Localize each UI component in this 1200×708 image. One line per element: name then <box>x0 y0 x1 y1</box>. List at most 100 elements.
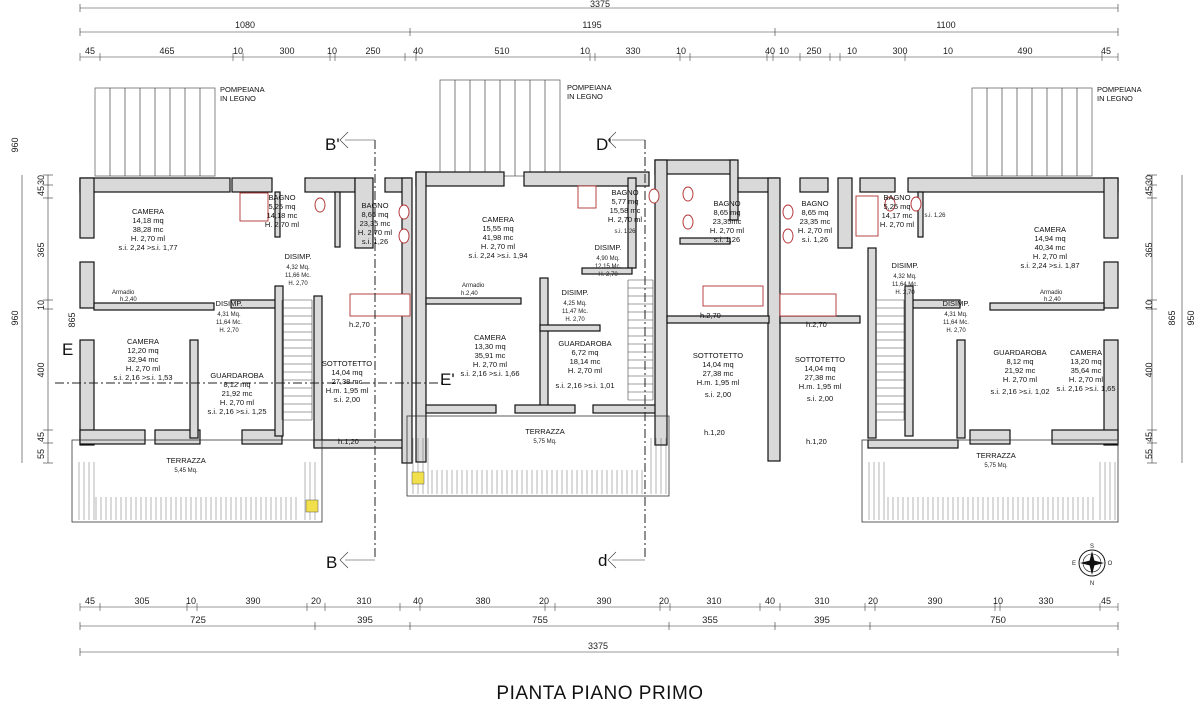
height-label-9: h.2,40 <box>1044 297 1061 303</box>
section-e-left: E <box>62 340 73 359</box>
dim-left-5: 45 <box>36 432 46 442</box>
dim-bot-d11: 310 <box>706 596 721 606</box>
dim-bot-d17: 330 <box>1038 596 1053 606</box>
bottom-dimensions: 45 305 10 390 20 310 40 380 20 390 20 31… <box>79 596 1119 656</box>
section-b-bottom: B <box>326 553 337 572</box>
pergola-left-label-2: IN LEGNO <box>220 94 256 103</box>
svg-text:4,25 Mq.: 4,25 Mq. <box>563 301 587 307</box>
svg-text:14,04 mq: 14,04 mq <box>702 360 733 369</box>
svg-text:H.m. 1,95 ml: H.m. 1,95 ml <box>697 378 740 387</box>
svg-text:s.i. 2,00: s.i. 2,00 <box>334 395 360 404</box>
svg-text:13,30 mq: 13,30 mq <box>474 342 505 351</box>
svg-text:21,92 mc: 21,92 mc <box>1005 366 1036 375</box>
room-label: GUARDAROBA 8,12 mq 21,92 mc H. 2,70 ml s… <box>208 371 267 416</box>
section-e-right: E' <box>440 370 455 389</box>
svg-text:BAGNO: BAGNO <box>268 193 295 202</box>
dim-bot-d6: 40 <box>413 596 423 606</box>
armadio-3: Armadio <box>1040 290 1063 296</box>
dim-top-d3: 300 <box>279 46 294 56</box>
svg-text:BAGNO: BAGNO <box>361 201 388 210</box>
svg-text:14,18 mc: 14,18 mc <box>267 211 298 220</box>
svg-text:H. 2,70 ml: H. 2,70 ml <box>265 220 300 229</box>
height-label-2: h.2,70 <box>700 311 721 320</box>
svg-text:CAMERA: CAMERA <box>127 337 159 346</box>
pergola-left-label-1: POMPEIANA <box>220 85 265 94</box>
room-label: BAGNO 8,65 mq 23,35 mc H. 2,70 ml s.i. 1… <box>798 199 833 244</box>
dim-left-1: 45 <box>36 186 46 196</box>
stairs <box>281 279 905 421</box>
svg-text:23,35mc: 23,35mc <box>713 217 742 226</box>
bidet-2 <box>682 186 694 202</box>
dim-top-d12: 10 <box>779 46 789 56</box>
height-label-5: h.1,20 <box>704 428 725 437</box>
svg-text:11,47 Mc.: 11,47 Mc. <box>562 309 588 315</box>
wc-3 <box>648 188 660 204</box>
room-label: CAMERA 15,55 mq 41,98 mc H. 2,70 ml s.i.… <box>469 215 528 260</box>
svg-text:H. 2,70: H. 2,70 <box>895 290 915 296</box>
svg-text:15,58 mc: 15,58 mc <box>610 206 641 215</box>
svg-text:s.i. 2,24 >s.i. 1,87: s.i. 2,24 >s.i. 1,87 <box>1021 261 1080 270</box>
svg-text:11,66 Mc.: 11,66 Mc. <box>285 273 311 279</box>
svg-text:5,77 mq: 5,77 mq <box>611 197 638 206</box>
svg-text:DISIMP.: DISIMP. <box>892 261 919 270</box>
room-label: CAMERA 13,30 mq 35,91 mc H. 2,70 ml s.i.… <box>461 333 520 378</box>
right-dimensions: 30 45 365 10 400 45 55 865 950 <box>1144 174 1196 464</box>
svg-text:4,90 Mq.: 4,90 Mq. <box>596 256 620 262</box>
room-label: BAGNO 5,25 mq 14,17 mc H. 2,70 ml s.i. 1… <box>880 193 946 229</box>
svg-text:11,64 Mc.: 11,64 Mc. <box>216 320 242 326</box>
room-label: DISIMP. 4,32 Mq. 11,66 Mc. H. 2,70 <box>285 252 312 287</box>
svg-text:H. 2,70 ml: H. 2,70 ml <box>880 220 915 229</box>
room-labels: CAMERA 14,18 mq 38,28 mc H. 2,70 ml s.i.… <box>114 188 1116 474</box>
dim-bot-d8: 20 <box>539 596 549 606</box>
terrace-light-left <box>305 499 319 513</box>
height-label-7: h.2,40 <box>120 297 137 303</box>
svg-text:11,64 Mc.: 11,64 Mc. <box>943 320 969 326</box>
svg-text:s.i. 1,26: s.i. 1,26 <box>924 213 946 219</box>
wc-6 <box>884 196 896 212</box>
bidet-4 <box>910 196 922 212</box>
svg-text:DISIMP.: DISIMP. <box>216 299 243 308</box>
svg-text:8,65 mq: 8,65 mq <box>801 208 828 217</box>
svg-text:CAMERA: CAMERA <box>132 207 164 216</box>
svg-text:H. 2,70 ml: H. 2,70 ml <box>608 215 643 224</box>
svg-text:5,25 mq: 5,25 mq <box>268 202 295 211</box>
dim-bot-d3: 390 <box>245 596 260 606</box>
terrace-right <box>861 439 1119 523</box>
svg-text:H. 2,70 ml: H. 2,70 ml <box>568 366 603 375</box>
dim-bot-sec-6: 750 <box>990 615 1006 626</box>
svg-text:40,34 mc: 40,34 mc <box>1035 243 1066 252</box>
svg-text:H. 2,70: H. 2,70 <box>288 281 308 287</box>
svg-text:s.i. 2,16 >s.i. 1,53: s.i. 2,16 >s.i. 1,53 <box>114 373 173 382</box>
compass-s: S <box>1090 544 1094 550</box>
dim-bot-d1: 305 <box>134 596 149 606</box>
svg-text:H. 2,70 ml: H. 2,70 ml <box>710 226 745 235</box>
dim-right-4: 400 <box>1144 362 1154 377</box>
dim-bot-d4: 20 <box>311 596 321 606</box>
room-label: CAMERA 12,20 mq 32,94 mc H. 2,70 ml s.i.… <box>114 337 173 382</box>
dim-top-d8: 10 <box>580 46 590 56</box>
dim-bot-sec-5: 395 <box>814 615 830 626</box>
svg-text:21,92 mc: 21,92 mc <box>222 389 253 398</box>
dim-top-d6: 40 <box>413 46 423 56</box>
svg-text:8,12 mq: 8,12 mq <box>223 380 250 389</box>
svg-text:H. 2,70 ml: H. 2,70 ml <box>126 364 161 373</box>
dim-bot-d15: 390 <box>927 596 942 606</box>
dim-top-d15: 300 <box>892 46 907 56</box>
svg-text:14,17 mc: 14,17 mc <box>882 211 913 220</box>
room-label: GUARDAROBA 8,12 mq 21,92 mc H. 2,70 ml s… <box>991 348 1050 396</box>
height-label-8: h.2,40 <box>461 291 478 297</box>
svg-text:15,55 mq: 15,55 mq <box>482 224 513 233</box>
svg-text:H. 2,70: H. 2,70 <box>598 272 618 278</box>
svg-text:8,12 mq: 8,12 mq <box>1006 357 1033 366</box>
svg-text:38,28 mc: 38,28 mc <box>133 225 164 234</box>
dim-top-d17: 490 <box>1017 46 1032 56</box>
svg-text:27,38 mc: 27,38 mc <box>332 377 363 386</box>
left-dimensions: 30 45 365 10 400 45 55 960 960 865 <box>10 137 77 464</box>
room-label: TERRAZZA 5,75 Mq. <box>525 427 565 445</box>
shower-center <box>577 185 597 209</box>
svg-text:GUARDAROBA: GUARDAROBA <box>558 339 611 348</box>
dim-top-d4: 10 <box>327 46 337 56</box>
svg-text:H. 2,70 ml: H. 2,70 ml <box>220 398 255 407</box>
svg-text:27,38 mc: 27,38 mc <box>703 369 734 378</box>
svg-text:s.i. 1,26: s.i. 1,26 <box>362 237 388 246</box>
